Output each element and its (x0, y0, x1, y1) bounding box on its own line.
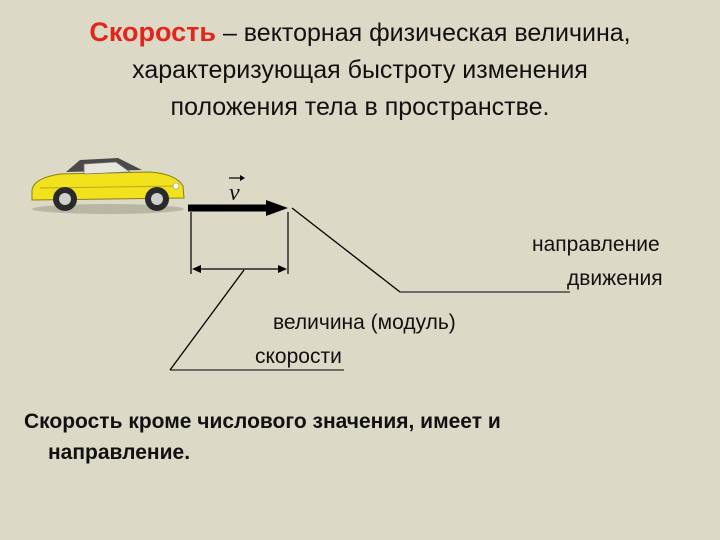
car-icon (31, 158, 185, 214)
magnitude-leader-line (169, 269, 344, 371)
definition-line-3: положения тела в пространстве. (170, 93, 550, 121)
definition-line-1: – векторная физическая величина, (216, 19, 631, 47)
vector-overline-icon (229, 175, 245, 181)
term-speed: Скорость (89, 17, 216, 47)
vector-arrow-icon (188, 200, 288, 216)
label-direction-line-2: движения (567, 267, 663, 290)
conclusion-line-1: Скорость кроме числового значения, имеет… (24, 410, 501, 433)
definition-text: Скорость – векторная физическая величина… (0, 14, 720, 126)
direction-leader-line (291, 207, 570, 293)
label-direction-line-1: направление (532, 233, 660, 256)
conclusion-text: Скорость кроме числового значения, имеет… (24, 406, 704, 468)
magnitude-bracket (190, 212, 289, 274)
conclusion-line-2: направление. (48, 441, 191, 464)
label-magnitude-line-1: величина (модуль) (273, 311, 456, 334)
vector-symbol-v: v (229, 180, 240, 206)
definition-line-2: характеризующая быстроту изменения (132, 56, 588, 84)
label-magnitude-line-2: скорости (255, 345, 342, 368)
